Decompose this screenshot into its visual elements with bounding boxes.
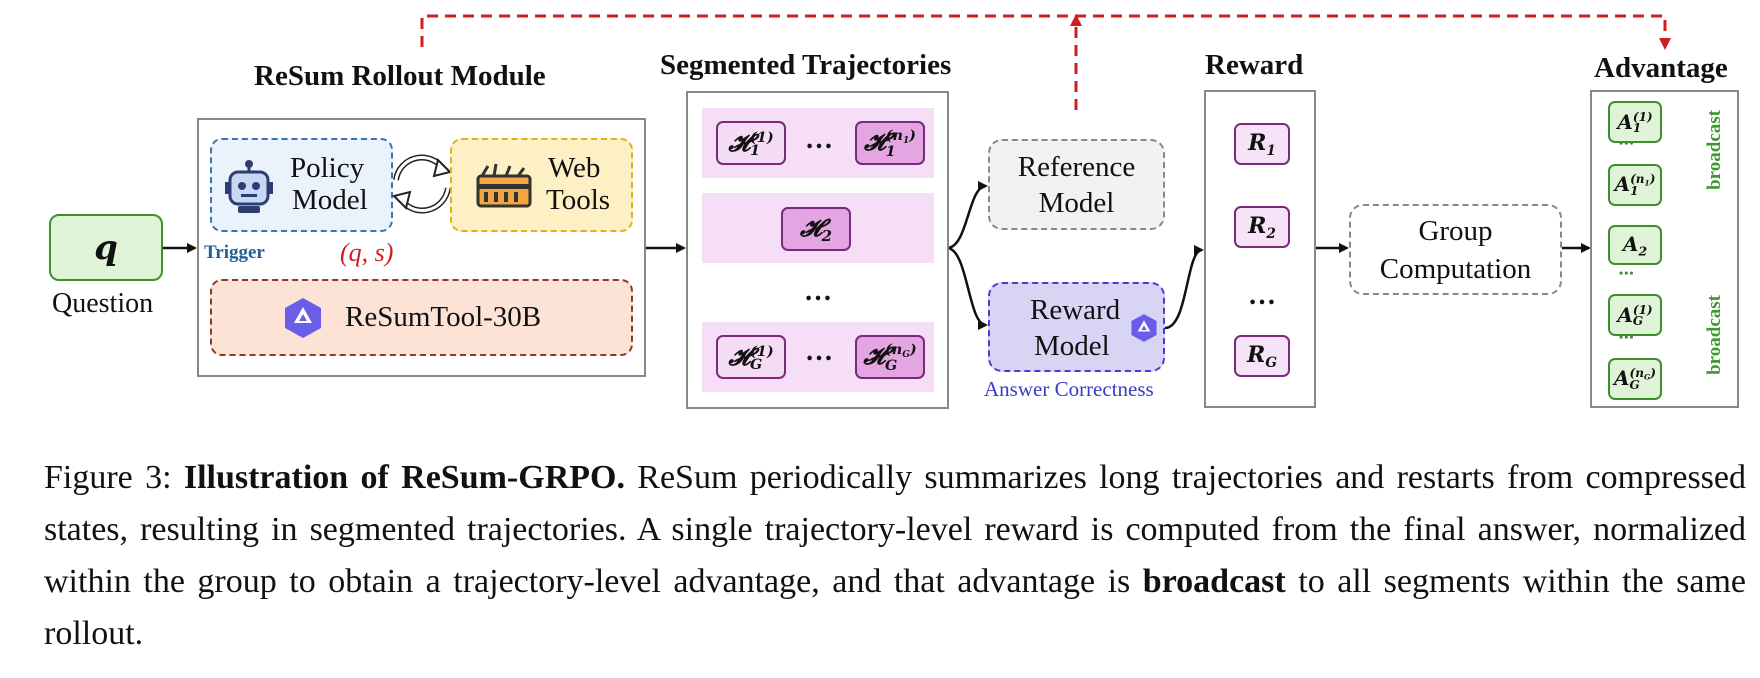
advantage-chip-g-ng: A(nG)G: [1608, 358, 1662, 400]
segmented-title: Segmented Trajectories: [660, 49, 952, 81]
advantage-chip-2: A2: [1608, 225, 1662, 265]
h-1-n1-chip: 𝓗(n1)1: [855, 121, 925, 165]
policy-model-box: Policy Model: [210, 138, 393, 232]
reference-label-1: Reference: [1017, 150, 1136, 183]
reward-chip-1: R1: [1234, 123, 1290, 165]
broadcast-label-top: broadcast: [1704, 110, 1725, 190]
web-label-1: Web: [548, 152, 601, 184]
toolbox-icon: [476, 163, 532, 208]
advantage-title: Advantage: [1594, 52, 1728, 84]
qs-label: (q, s): [340, 238, 394, 267]
question-symbol: q: [94, 227, 118, 268]
reward-model-label-1: Reward: [1030, 294, 1121, 326]
h-g-1-chip: 𝓗(1)G: [716, 335, 786, 379]
caption-prefix: Figure 3:: [44, 459, 184, 496]
question-label: Question: [52, 288, 154, 319]
qwen-logo-icon: [285, 298, 321, 338]
segments-vertical-ellipsis: …: [804, 276, 832, 307]
web-tools-box: Web Tools: [450, 138, 633, 232]
caption-text-1: ReSum periodically summarizes long traje…: [44, 459, 1746, 600]
answer-correctness-label: Answer Correctness: [984, 377, 1154, 401]
feedback-dashed-line: [420, 14, 1671, 50]
arrow-to-reward-model: [946, 246, 988, 330]
arrow-to-reference: [946, 181, 988, 250]
group-computation-box: Group Computation: [1349, 204, 1562, 295]
h-2-chip: 𝓗2: [781, 207, 851, 251]
cycle-arrows-icon: [392, 154, 452, 214]
trigger-label: Trigger: [204, 242, 265, 263]
reward-chip-2: R2: [1234, 206, 1290, 248]
h-1-1-chip: 𝓗(1)1: [716, 121, 786, 165]
advantage-dots-1: •••: [1619, 136, 1635, 150]
h-g-ng-chip: 𝓗(nG)G: [855, 335, 925, 379]
reward-ellipsis: …: [1248, 280, 1276, 311]
rollout-title: ReSum Rollout Module: [254, 60, 546, 92]
reference-model-box: Reference Model: [988, 139, 1165, 230]
figure-caption: Figure 3: Illustration of ReSum-GRPO. Re…: [44, 452, 1746, 660]
reference-label-2: Model: [1038, 186, 1115, 219]
group-label-2: Computation: [1379, 252, 1532, 285]
broadcast-label-bottom: broadcast: [1704, 295, 1725, 375]
resumtool-box: ReSumTool-30B: [210, 279, 633, 356]
caption-title: Illustration of ReSum-GRPO.: [183, 459, 625, 496]
reward-chip-g: RG: [1234, 335, 1290, 377]
group-label-1: Group: [1418, 214, 1493, 247]
policy-label-2: Model: [292, 184, 368, 216]
advantage-chip-1-n1: A(n1)1: [1608, 164, 1662, 206]
row1-ellipsis: …: [805, 124, 833, 155]
caption-broadcast-word: broadcast: [1142, 563, 1286, 600]
robot-icon: [225, 160, 273, 213]
reward-model-label-2: Model: [1034, 330, 1110, 362]
policy-label-1: Policy: [290, 152, 365, 184]
advantage-chip-g-1: A(1)G: [1608, 294, 1662, 336]
advantage-chip-1-1: A(1)1: [1608, 101, 1662, 143]
question-box: q: [49, 214, 163, 281]
qwen-logo-icon: [1131, 314, 1157, 342]
resumtool-label: ReSumTool-30B: [345, 301, 542, 333]
arrow-rewardmodel-to-reward: [1164, 245, 1204, 330]
caption-text-2: to all segments within the same rollout.: [44, 563, 1747, 652]
advantage-dots-2: •••: [1619, 266, 1635, 280]
rowg-ellipsis: …: [805, 336, 833, 367]
web-label-2: Tools: [546, 184, 611, 216]
reward-title: Reward: [1205, 49, 1304, 81]
reward-model-box: Reward Model: [988, 282, 1165, 372]
advantage-dots-3: •••: [1619, 330, 1635, 344]
